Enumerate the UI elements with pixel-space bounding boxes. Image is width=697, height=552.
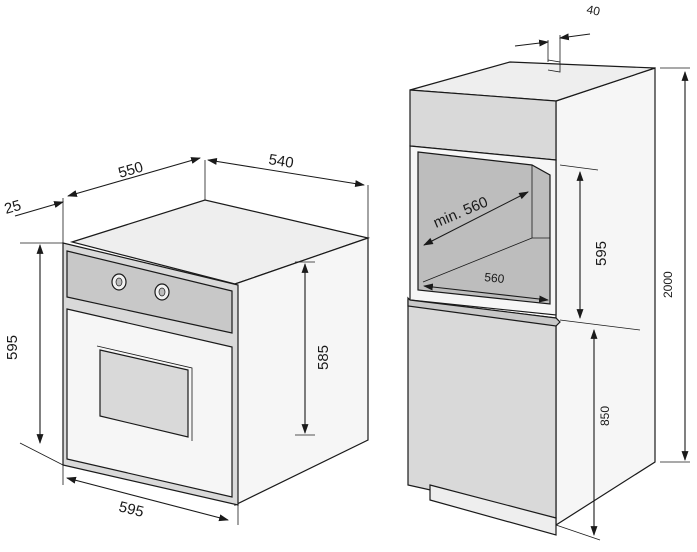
- label-base-height-850: 850: [598, 406, 612, 426]
- dim-line-40: [514, 39, 549, 47]
- label-height-595: 595: [4, 335, 21, 360]
- plinth: [429, 484, 557, 536]
- counter-lip: [407, 296, 561, 327]
- oven-side-face: [234, 237, 369, 506]
- dim-line-540: [207, 157, 365, 188]
- label-niche-height-595: 595: [593, 241, 610, 266]
- label-niche-width-560: 560: [484, 270, 506, 286]
- label-width-595: 595: [117, 498, 145, 521]
- label-total-height-2000: 2000: [661, 271, 675, 298]
- cabinet-drawing: 40 595 min. 560 560 2000 850: [407, 2, 690, 541]
- dim-line-595-width: [66, 476, 229, 522]
- dim-line-40-b: [559, 33, 591, 41]
- dim-line-560: [423, 283, 549, 303]
- dim-line-550: [67, 157, 201, 197]
- dim-line-min560: [423, 191, 529, 246]
- label-depth-540: 540: [267, 151, 294, 172]
- control-knob-left: [111, 273, 127, 291]
- label-height-585: 585: [315, 345, 332, 370]
- oven-control-panel: [66, 250, 233, 334]
- label-trim-25: 25: [2, 197, 23, 218]
- label-vent-40: 40: [585, 2, 601, 19]
- label-depth-550: 550: [116, 159, 145, 182]
- oven-drawing: 550 25 540 595 585 595: [2, 151, 371, 525]
- oven-window: [99, 349, 189, 438]
- cabinet-side-panel: [555, 67, 656, 527]
- control-knob-right: [154, 283, 170, 301]
- dim-line-25: [14, 201, 64, 217]
